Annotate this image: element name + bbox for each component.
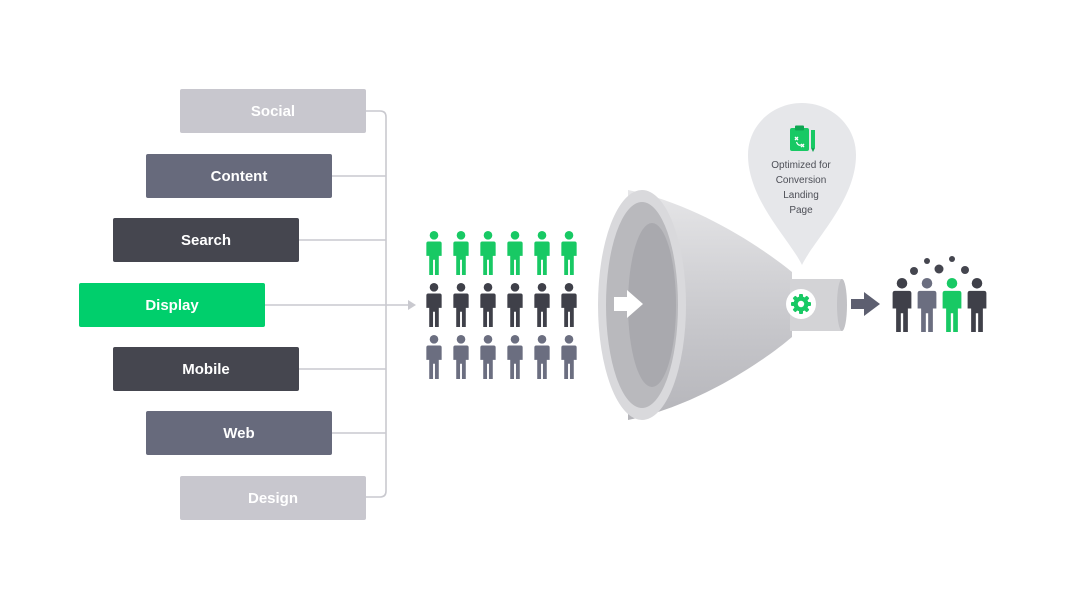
landing-page-icon: [790, 125, 815, 152]
channel-display: Display: [79, 283, 265, 327]
person-icon: [507, 335, 523, 379]
person-icon: [561, 283, 577, 327]
person-icon: [967, 278, 987, 332]
landing-page-label-line: Conversion: [775, 175, 827, 186]
converted-people: [892, 256, 987, 332]
person-icon: [534, 335, 550, 379]
output-arrow-icon: [851, 292, 880, 316]
people-crowd: [426, 231, 577, 379]
person-icon: [892, 278, 912, 332]
person-icon: [942, 278, 962, 332]
conversion-dots: [910, 256, 969, 275]
person-icon: [480, 335, 496, 379]
connector-arrowhead: [408, 300, 416, 310]
channel-social: Social: [180, 89, 366, 133]
channel-web: Web: [146, 411, 332, 455]
landing-page-label: Optimized for Conversion Landing Page: [760, 158, 842, 218]
funnel: [598, 190, 847, 420]
person-icon: [453, 231, 469, 275]
channel-search: Search: [113, 218, 299, 262]
person-icon: [917, 278, 937, 332]
person-icon: [561, 231, 577, 275]
funnel-arrow-icon: [614, 290, 643, 318]
person-icon: [507, 231, 523, 275]
landing-page-label-line: Landing: [783, 190, 819, 201]
person-icon: [453, 283, 469, 327]
channel-design: Design: [180, 476, 366, 520]
person-icon: [426, 231, 442, 275]
person-icon: [453, 335, 469, 379]
landing-page-label-line: Optimized for: [771, 160, 831, 171]
person-icon: [507, 283, 523, 327]
person-icon: [480, 231, 496, 275]
landing-page-pin: [748, 103, 856, 265]
person-icon: [426, 335, 442, 379]
gear-icon: [786, 289, 816, 319]
channel-content: Content: [146, 154, 332, 198]
channel-mobile: Mobile: [113, 347, 299, 391]
connector-lines: [265, 110, 410, 498]
landing-page-label-line: Page: [789, 205, 813, 216]
person-icon: [534, 231, 550, 275]
person-icon: [561, 335, 577, 379]
person-icon: [534, 283, 550, 327]
person-icon: [480, 283, 496, 327]
person-icon: [426, 283, 442, 327]
